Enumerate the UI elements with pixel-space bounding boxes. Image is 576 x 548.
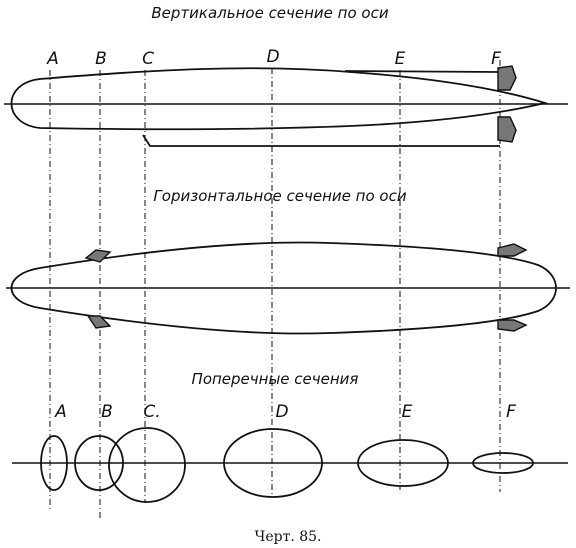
forward-fin-left <box>84 249 112 263</box>
title-horizontal-section: Горизонтальное сечение по оси <box>153 187 406 205</box>
lower-tail-fin <box>497 116 517 143</box>
cross-label-f: F <box>506 402 516 422</box>
upper-rail-line <box>344 70 501 73</box>
cross-label-c: C. <box>143 402 160 422</box>
cross-label-e: E <box>402 402 413 422</box>
cross-label-a: A <box>54 402 67 422</box>
cross-label-b: B <box>101 402 113 422</box>
rear-fin-right <box>497 319 528 332</box>
station-label-b: B <box>95 49 107 69</box>
station-label-d: D <box>266 47 279 67</box>
station-label-f: F <box>491 49 501 69</box>
cross-section-a <box>40 435 68 491</box>
cross-section-c <box>108 427 186 503</box>
title-cross-sections: Поперечные сечения <box>192 370 359 388</box>
cross-section-f <box>472 452 534 474</box>
figure-caption: Черт. 85. <box>255 529 322 545</box>
station-label-c: C <box>142 49 154 69</box>
rear-fin-left <box>497 243 528 257</box>
cross-section-b <box>74 435 124 491</box>
cross-sections-view <box>12 427 568 503</box>
station-label-e: E <box>395 49 406 69</box>
vertical-section-view <box>4 65 568 147</box>
hull-top-profile <box>10 241 557 335</box>
title-vertical-section: Вертикальное сечение по оси <box>151 4 388 22</box>
forward-fin-right <box>86 315 112 329</box>
cross-section-d <box>223 428 323 498</box>
horizontal-section-view <box>6 241 570 335</box>
cross-label-d: D <box>275 402 288 422</box>
station-label-a: A <box>46 49 59 69</box>
cross-section-e <box>357 439 449 487</box>
lower-keel-line <box>142 134 500 147</box>
upper-tail-fin <box>497 65 517 91</box>
hull-side-profile <box>10 67 549 131</box>
